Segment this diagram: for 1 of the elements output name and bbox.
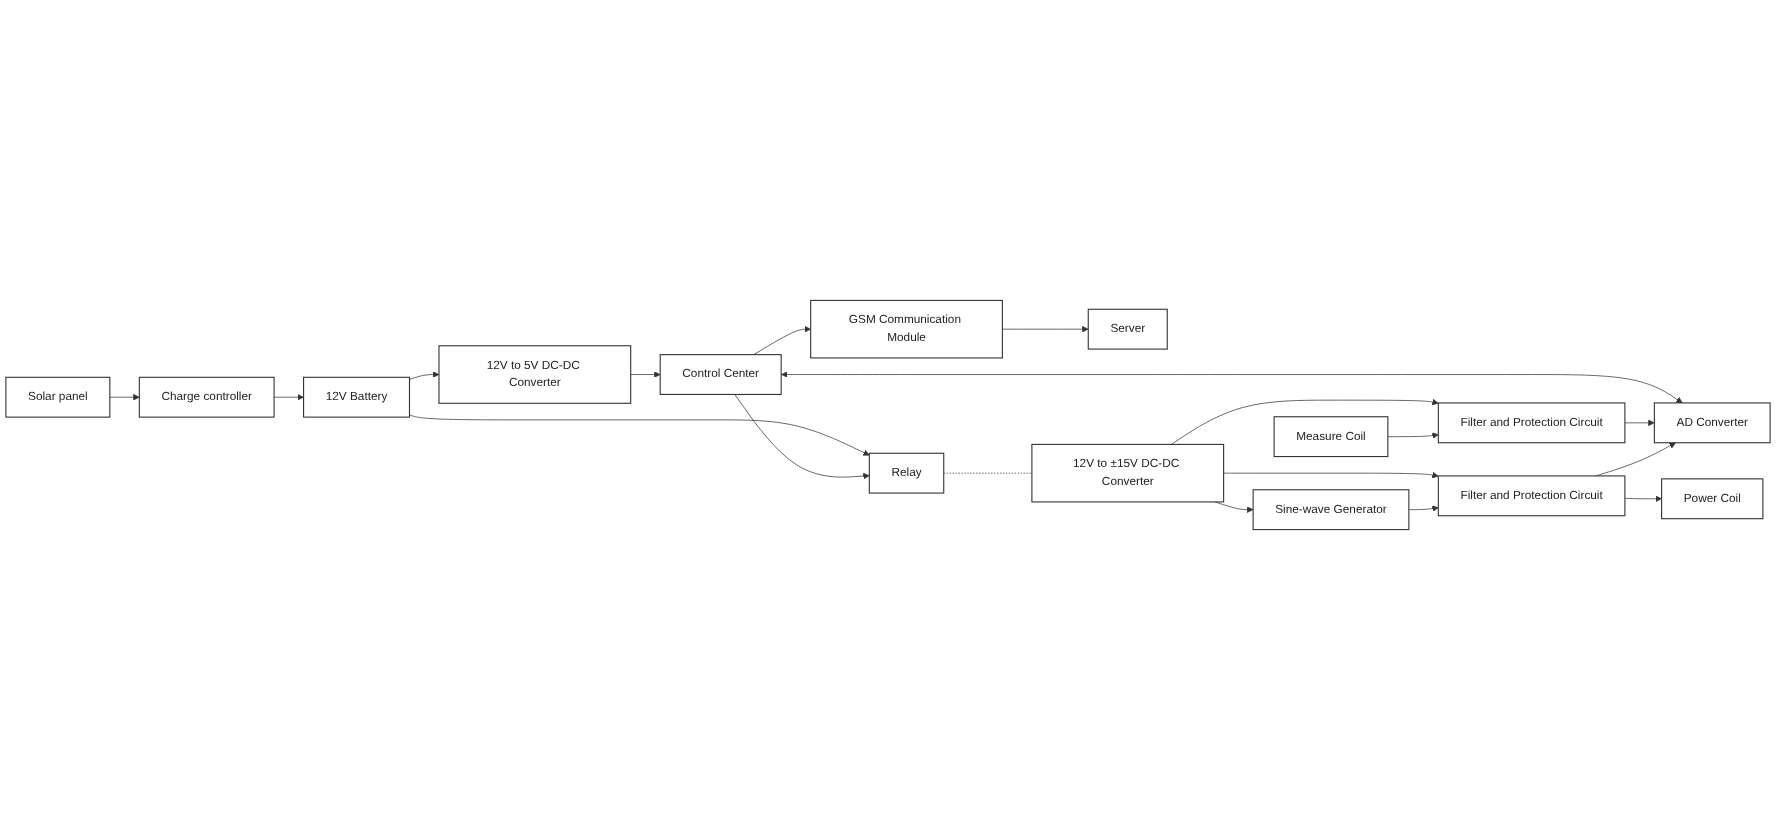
connector xyxy=(943,472,1033,474)
